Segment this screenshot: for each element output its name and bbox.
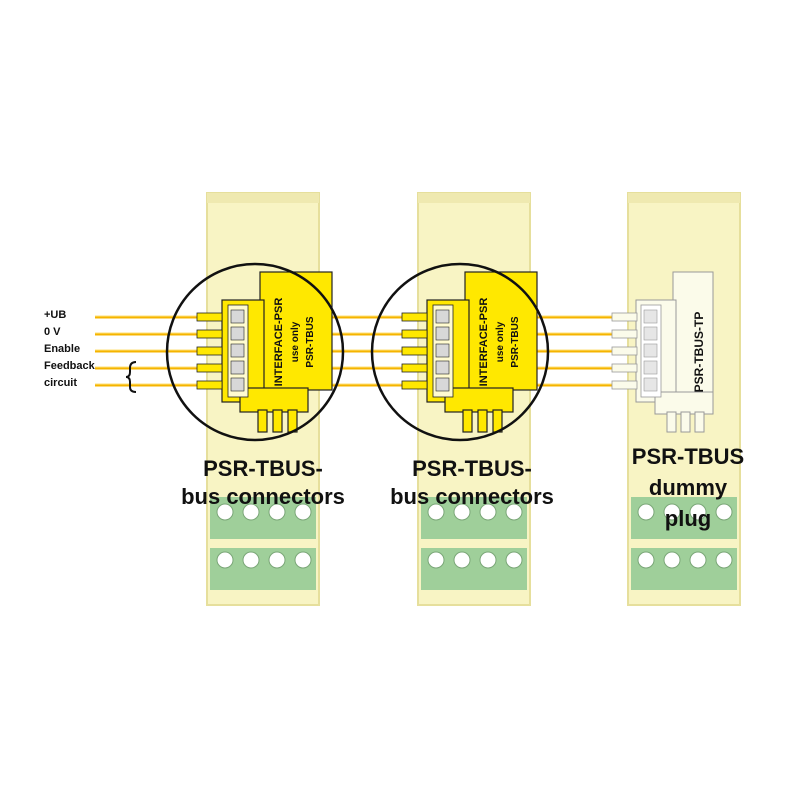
bus-wires	[95, 315, 636, 387]
wire-label-enable: Enable	[44, 343, 81, 355]
terminal-block-lower	[210, 548, 316, 590]
wire-label-0v: 0 V	[44, 326, 61, 338]
terminal-block-upper	[421, 497, 527, 539]
caption-line: dummy	[648, 475, 728, 500]
wire-label-circuit: circuit	[44, 377, 78, 389]
caption-line: bus connectors	[390, 484, 554, 509]
terminal-block-upper	[210, 497, 316, 539]
wire-label-feedback: Feedback	[44, 360, 95, 372]
connector-label-line3: PSR-TBUS	[305, 316, 316, 367]
caption-bus-connectors-2: PSR-TBUS- bus connectors	[372, 455, 572, 511]
zoom-circle-2	[370, 262, 550, 442]
dummy-plug: PSR-TBUS-TP	[611, 271, 714, 433]
caption-line: plug	[664, 506, 712, 531]
feedback-brace	[125, 361, 137, 393]
terminal-block-upper	[631, 497, 737, 539]
connector-label-line1: INTERFACE-PSR	[273, 298, 285, 387]
connector-label-line2: use only	[495, 321, 506, 362]
caption-line: PSR-TBUS	[631, 444, 745, 469]
connector-label-line2: use only	[290, 321, 301, 362]
connector-label-line1: INTERFACE-PSR	[478, 298, 490, 387]
caption-bus-connectors-1: PSR-TBUS- bus connectors	[163, 455, 363, 511]
bus-wire-highlights	[95, 315, 636, 385]
caption-dummy-plug: PSR-TBUS dummy plug	[608, 441, 768, 534]
bus-connector-1: INTERFACE-PSR use only PSR-TBUS	[196, 271, 333, 433]
caption-line: PSR-TBUS-	[412, 456, 532, 481]
zoom-circle-1	[165, 262, 345, 442]
caption-line: bus connectors	[181, 484, 345, 509]
terminal-block-lower	[631, 548, 737, 590]
dummy-plug-label: PSR-TBUS-TP	[692, 312, 706, 393]
terminal-block-lower	[421, 548, 527, 590]
connector-label-line3: PSR-TBUS	[510, 316, 521, 367]
caption-line: PSR-TBUS-	[203, 456, 323, 481]
wire-label-ub: +UB	[44, 309, 67, 321]
